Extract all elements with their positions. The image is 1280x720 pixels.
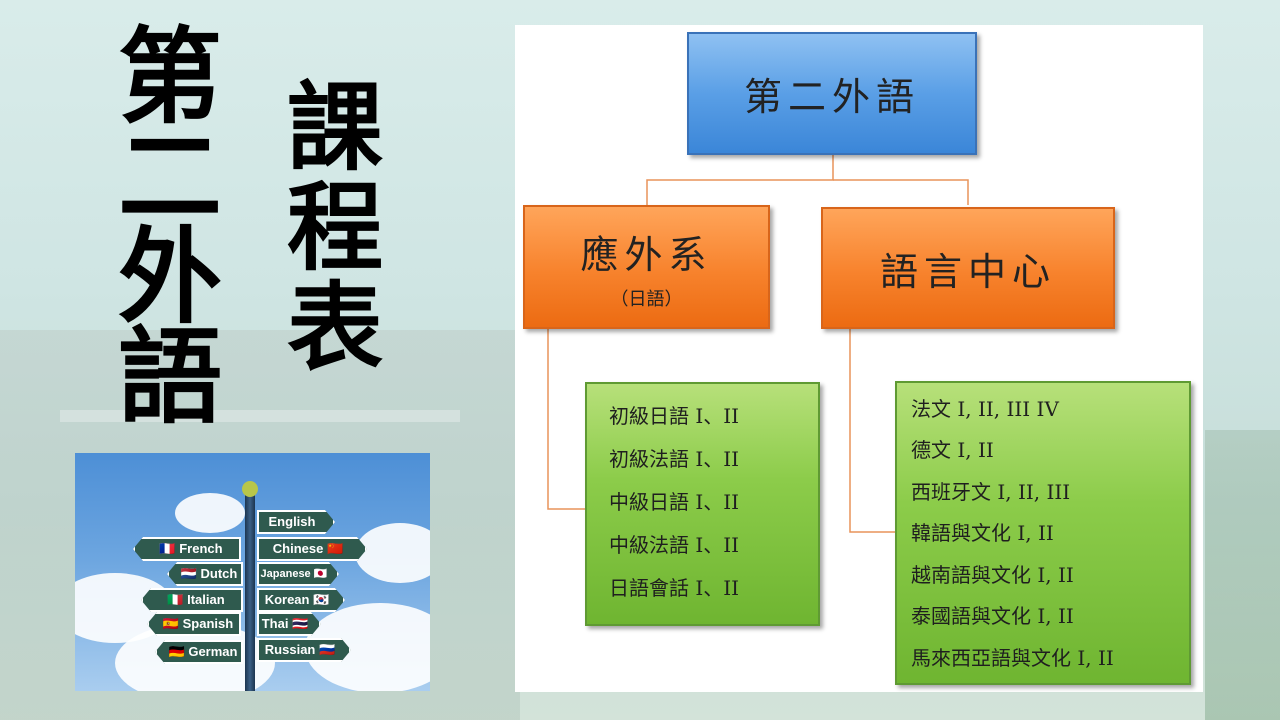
connector-dept-to-courses	[547, 329, 585, 510]
sign-german: 🇩🇪 German	[155, 640, 243, 664]
branch-sublabel: （日語）	[610, 288, 683, 310]
title-char: 語	[117, 316, 222, 438]
connector-lines	[547, 155, 969, 533]
course-item: 泰國語與文化 I, II	[911, 604, 1074, 629]
course-item: 日語會話 I、II	[609, 576, 740, 600]
course-item: 越南語與文化 I, II	[911, 562, 1074, 587]
course-item: 初級法語 I、II	[609, 447, 740, 471]
courses-node-applied-foreign-languages: 初級日語 I、II 初級法語 I、II 中級日語 I、II 中級法語 I、II …	[585, 382, 820, 626]
connector-center-to-courses	[849, 329, 895, 533]
course-item: 韓語與文化 I, II	[911, 521, 1054, 546]
course-item: 西班牙文 I, II, III	[911, 479, 1071, 504]
title-char: 課	[287, 72, 383, 184]
language-signpost-image: English 🇬🇧 🇫🇷 French Chinese 🇨🇳 🇳🇱 Dutch…	[75, 453, 430, 691]
sign-french: 🇫🇷 French	[133, 537, 241, 561]
courses-node-language-center: 法文 I, II, III IV 德文 I, II 西班牙文 I, II, II…	[895, 381, 1191, 685]
course-item: 初級日語 I、II	[609, 404, 740, 428]
root-label: 第二外語	[743, 75, 920, 119]
branch-node-applied-foreign-languages: 應外系 （日語）	[523, 205, 770, 329]
connector-root-to-language-center	[833, 179, 969, 205]
signpost-finial	[242, 481, 258, 497]
sign-korean: Korean 🇰🇷	[257, 588, 345, 612]
branch-node-language-center: 語言中心	[821, 207, 1115, 329]
sign-spanish: 🇪🇸 Spanish	[147, 612, 241, 636]
title-char: 第	[117, 16, 222, 138]
signpost-pole	[245, 488, 255, 691]
sign-chinese: Chinese 🇨🇳	[257, 537, 367, 561]
connector-root-to-branches	[646, 155, 834, 205]
branch-label: 應外系	[580, 232, 713, 277]
sign-italian: 🇮🇹 Italian	[141, 588, 243, 612]
course-item: 馬來西亞語與文化 I, II	[911, 645, 1114, 670]
branch-label: 語言中心	[879, 249, 1056, 294]
title-char: 表	[287, 272, 383, 384]
sign-english: English 🇬🇧	[257, 510, 335, 534]
title-char: 程	[287, 172, 383, 284]
background-trees	[1205, 430, 1280, 720]
course-item: 中級日語 I、II	[609, 490, 740, 514]
sign-russian: Russian 🇷🇺	[257, 638, 351, 662]
course-item: 德文 I, II	[911, 438, 994, 463]
title-second-foreign-language: 第 二 外 語	[110, 16, 230, 438]
root-node: 第二外語	[687, 32, 977, 155]
title-char: 外	[117, 216, 222, 338]
sign-dutch: 🇳🇱 Dutch	[167, 562, 243, 586]
sign-thai: Thai 🇹🇭	[257, 612, 321, 636]
sign-japanese: Japanese 🇯🇵	[257, 562, 339, 586]
diagram-panel: 第二外語 應外系 （日語） 語言中心 初級日語 I、II 初級法語 I、II 中…	[515, 25, 1203, 692]
course-item: 法文 I, II, III IV	[911, 397, 1059, 421]
title-char: 二	[117, 116, 222, 238]
course-item: 中級法語 I、II	[609, 533, 740, 557]
title-course-table: 課 程 表	[280, 80, 390, 380]
